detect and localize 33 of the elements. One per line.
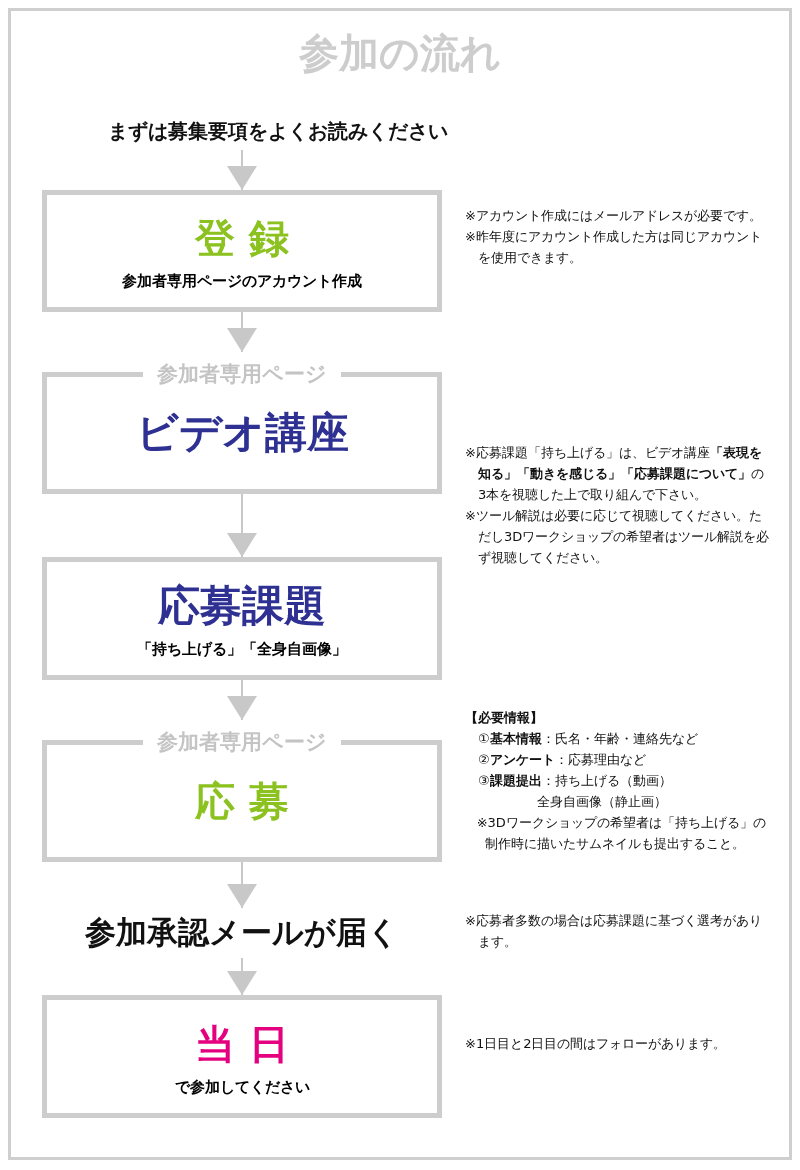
note-text: ①基本情報：氏名・年齢・連絡先など [477, 730, 699, 748]
arrow [227, 493, 257, 558]
box-heading: 参加者専用ページ [143, 728, 341, 756]
step-title: 応 募 [195, 776, 289, 826]
arrow [227, 311, 257, 353]
step-box [42, 557, 442, 680]
step-title: ビデオ講座 [135, 407, 349, 459]
note-text: ※応募者多数の場合は応募課題に基づく選考があります。 [465, 912, 763, 951]
step-title: 登 録 [195, 214, 289, 263]
note-text: ※ツール解説は必要に応じて視聴してください。ただし3Dワークショップの希望者はツール解説を必ず視聴してください。 [465, 507, 770, 567]
step-subtitle: で参加してください [174, 1077, 310, 1097]
arrow [227, 861, 257, 909]
note-heading: 【必要情報】 [465, 709, 544, 727]
step-title: 当 日 [195, 1019, 289, 1069]
note-text: ※昨年度にアカウント作成した方は同じアカウントを使用できます。 [465, 228, 763, 267]
step-title: 応募課題 [158, 580, 326, 632]
step-box [42, 190, 442, 312]
arrow [227, 149, 257, 191]
arrow [227, 679, 257, 721]
step-subtitle: 「持ち上げる」「全身自画像」 [137, 640, 347, 659]
note-text: ②アンケート：応募理由など [477, 751, 647, 769]
box-heading: 参加者専用ページ [143, 360, 341, 388]
note-text: ※3Dワークショップの希望者は「持ち上げる」の制作時に描いたサムネイルも提出すること。 [475, 814, 767, 853]
note-text: ※応募課題「持ち上げる」は、ビデオ講座「表現を知る」「動きを感じる」「応募課題について」の3本を視聴した上で取り組んで下さい。 [465, 444, 765, 504]
step-text: 参加承認メールが届く [84, 913, 400, 952]
step-box [42, 995, 442, 1118]
arrow [227, 957, 257, 996]
step-text: まずは募集要項をよくお読みください [106, 117, 449, 145]
note-text: ③課題提出：持ち上げる（動画） [477, 772, 673, 790]
step-subtitle: 参加者専用ページのアカウント作成 [122, 272, 362, 291]
note-text: 全身自画像（静止画） [535, 793, 668, 811]
note-text: ※1日目と2日目の間はフォローがあります。 [465, 1035, 728, 1053]
note-text: ※アカウント作成にはメールアドレスが必要です。 [465, 207, 763, 225]
